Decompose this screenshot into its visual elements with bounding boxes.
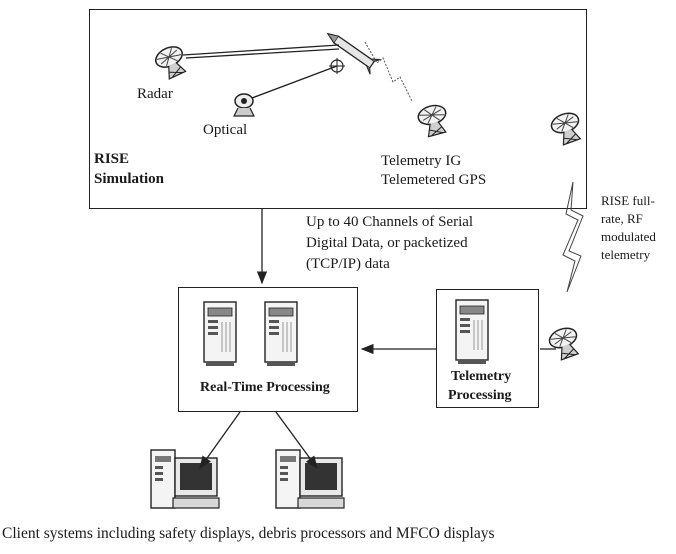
real-time-processing-label: Real-Time Processing [200, 380, 330, 395]
optical-sensor-icon [233, 93, 255, 117]
telemetry-dish-icon [415, 101, 452, 139]
rf-lightning-bolt-icon [562, 181, 584, 293]
telemetry-ig-label: Telemetry IG [381, 153, 462, 169]
rf-dish-icon [548, 109, 586, 148]
client-systems-caption: Client systems including safety displays… [2, 525, 495, 542]
radar-tracking-line-return [185, 48, 340, 59]
optical-label: Optical [203, 122, 248, 138]
radar-icon [151, 42, 191, 82]
link-note-line3: (TCP/IP) data [306, 256, 390, 272]
telemetry-server-icon [455, 299, 489, 365]
telemetry-processing-label-line1: Telemetry [451, 369, 512, 384]
rf-note-line1: RISE full- [601, 193, 655, 208]
radar-tracking-line [182, 44, 340, 56]
rf-note-line3: modulated [601, 229, 656, 244]
telemetry-processing-label-line2: Processing [448, 388, 512, 403]
ground-dish-icon [546, 324, 584, 363]
realtime-to-client2-arrow [275, 411, 318, 470]
radar-label: Radar [137, 86, 173, 102]
telemetry-signal-zigzag [364, 41, 413, 102]
realtime-to-client1-arrow [199, 411, 241, 470]
telemetered-gps-label: Telemetered GPS [381, 172, 487, 188]
rf-note-line4: telemetry [601, 247, 651, 262]
link-note-line2: Digital Data, or packetized [306, 235, 468, 251]
optical-tracking-line [251, 65, 338, 99]
server-icon-2 [264, 301, 298, 367]
server-icon-1 [203, 301, 237, 367]
rise-simulation-title: RISE [94, 151, 130, 167]
link-note-line1: Up to 40 Channels of Serial [306, 214, 474, 230]
rise-simulation-subtitle: Simulation [94, 171, 165, 187]
client-workstation-icon-1 [150, 449, 220, 509]
rf-note-line2: rate, RF [601, 211, 643, 226]
